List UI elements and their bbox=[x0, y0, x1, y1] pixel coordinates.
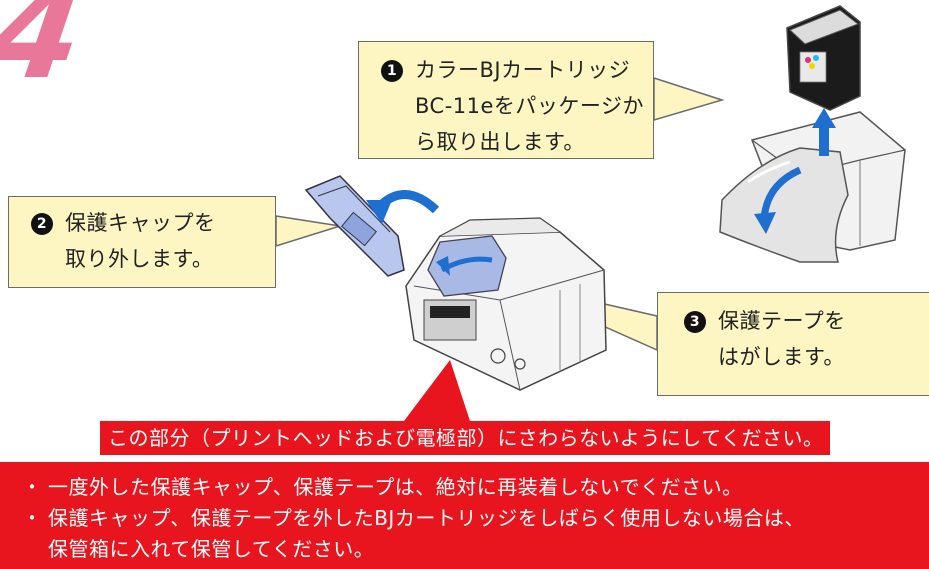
callout-1-line-3: ら取り出します。 bbox=[415, 130, 585, 154]
rotate-arrow-icon bbox=[366, 190, 440, 224]
warning-item: ・ 保護キャップ、保護テープを外したBJカートリッジをしばらく使用しない場合は、 bbox=[22, 503, 929, 534]
bullet-icon: ・ bbox=[22, 475, 43, 499]
callout-3: 3 保護テープを はがします。 bbox=[657, 292, 929, 396]
callout-3-line-1: 保護テープを bbox=[718, 309, 846, 333]
callout-2-pointer bbox=[275, 215, 341, 248]
package-box-illustration bbox=[719, 111, 906, 263]
warning-text: 一度外した保護キャップ、保護テープは、絶対に再装着しないでください。 bbox=[48, 475, 743, 499]
callout-1: 1 カラーBJカートリッジ BC-11eをパッケージか ら取り出します。 bbox=[358, 41, 654, 159]
callout-2-line-1: 保護キャップを bbox=[65, 211, 216, 235]
caution-label: この部分（プリントヘッドおよび電極部）にさわらないようにしてください。 bbox=[100, 421, 830, 455]
callout-1-line-2: BC-11eをパッケージか bbox=[415, 94, 644, 118]
callout-3-line-2: はがします。 bbox=[718, 345, 845, 369]
bullet-icon: ・ bbox=[22, 506, 43, 530]
protective-tape-illustration bbox=[427, 235, 507, 297]
cartridge-illustration bbox=[786, 5, 861, 111]
protective-cap-illustration bbox=[304, 175, 405, 277]
callout-2-number: 2 bbox=[31, 213, 53, 235]
callout-3-number: 3 bbox=[684, 311, 706, 333]
callout-1-line-1: カラーBJカートリッジ bbox=[415, 58, 631, 82]
warning-text-continued: 保管箱に入れて保管してください。 bbox=[48, 537, 375, 561]
callout-2: 2 保護キャップを 取り外します。 bbox=[8, 196, 276, 288]
caution-pointer bbox=[404, 360, 470, 421]
warning-text: 保護キャップ、保護テープを外したBJカートリッジをしばらく使用しない場合は、 bbox=[48, 506, 805, 530]
lift-arrow-icon bbox=[812, 108, 836, 156]
open-lid-arrow-icon bbox=[754, 166, 802, 234]
print-head-illustration bbox=[405, 217, 607, 391]
callout-1-pointer bbox=[653, 76, 725, 122]
warning-box: ・ 一度外した保護キャップ、保護テープは、絶対に再装着しないでください。 ・ 保… bbox=[0, 462, 929, 569]
callout-2-line-2: 取り外します。 bbox=[65, 247, 214, 271]
callout-1-number: 1 bbox=[381, 60, 403, 82]
warning-item: ・ 一度外した保護キャップ、保護テープは、絶対に再装着しないでください。 bbox=[22, 472, 929, 503]
